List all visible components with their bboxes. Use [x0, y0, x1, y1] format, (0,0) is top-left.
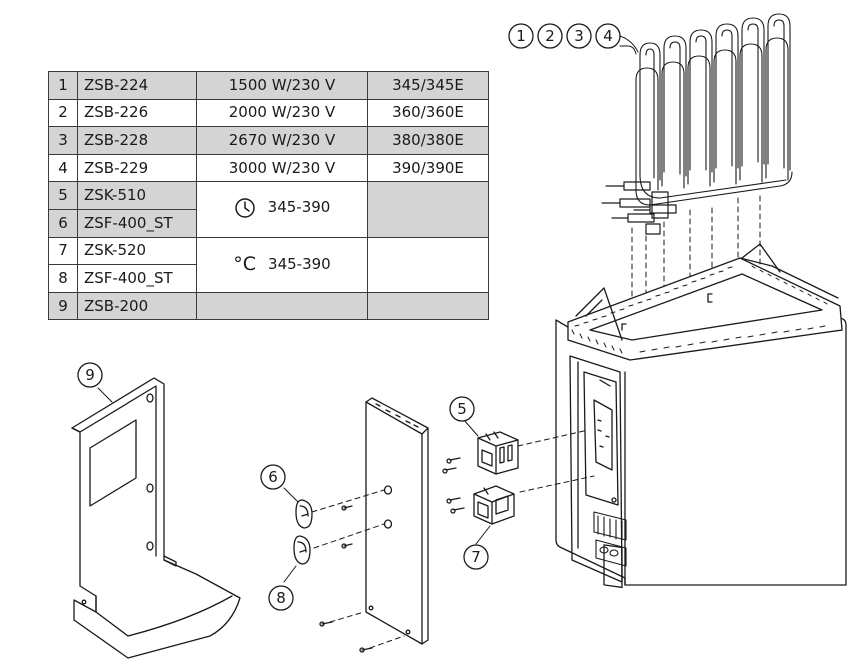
- heater-model: 360/360E: [367, 98, 489, 128]
- callout-label-5: 5: [457, 400, 467, 418]
- table-row: 2 ZSB-226 2000 W/230 V 360/360E: [48, 98, 489, 128]
- parts-table: 1 ZSB-224 1500 W/230 V 345/345E 2 ZSB-22…: [48, 71, 489, 321]
- model-empty-cell: [367, 181, 489, 238]
- callout-circle-5: [449, 396, 475, 422]
- table-row: 9 ZSB-200: [48, 291, 489, 321]
- power-rating: 2670 W/230 V: [196, 126, 368, 155]
- callout-label-7: 7: [471, 548, 481, 566]
- heater-model: 390/390E: [367, 153, 489, 183]
- knob-guide-lines: [311, 489, 405, 649]
- row-number: 6: [48, 208, 78, 238]
- heater-model: 345/345E: [367, 71, 489, 100]
- callout-circle-7: [463, 544, 489, 570]
- table-row: 8 ZSF-400_ST: [48, 264, 489, 293]
- power-empty-cell: [196, 291, 368, 321]
- row-number: 1: [48, 71, 78, 100]
- callout-label-4: 4: [603, 27, 613, 45]
- callout-circle-6: [260, 464, 286, 490]
- callout-label-2: 2: [545, 27, 555, 45]
- timer-range: 345-390: [267, 198, 331, 217]
- part-code: ZSF-400_ST: [77, 208, 197, 238]
- clock-icon: [234, 198, 255, 218]
- part-code: ZSB-228: [77, 126, 197, 155]
- callout-circle-3: [566, 23, 592, 49]
- callout-label-1: 1: [516, 27, 526, 45]
- thermostat-range-cell: °C 345-390: [196, 236, 368, 293]
- model-empty-cell: [367, 291, 489, 321]
- callout-circle-4: [595, 23, 621, 49]
- callout-leaders: [97, 35, 639, 583]
- row-number: 8: [48, 264, 78, 293]
- table-row: 6 ZSF-400_ST: [48, 208, 489, 238]
- row-number: 3: [48, 126, 78, 155]
- thermostat-range: 345-390: [268, 255, 331, 274]
- callout-label-8: 8: [276, 589, 286, 607]
- callout-circle-2: [537, 23, 563, 49]
- table-row: 7 ZSK-520 °C 345-390: [48, 236, 489, 293]
- power-rating: 1500 W/230 V: [196, 71, 368, 100]
- table-row: 3 ZSB-228 2670 W/230 V 380/380E: [48, 126, 489, 155]
- part-code: ZSK-520: [77, 236, 197, 266]
- heater-model: 380/380E: [367, 126, 489, 155]
- model-empty-cell: [367, 236, 489, 293]
- part-code: ZSF-400_ST: [77, 264, 197, 293]
- heater-body: [555, 243, 847, 589]
- heating-elements: [601, 13, 793, 331]
- table-row: 4 ZSB-229 3000 W/230 V 390/390E: [48, 153, 489, 183]
- table-row: 5 ZSK-510 345-390: [48, 181, 489, 238]
- row-number: 4: [48, 153, 78, 183]
- timer-knob: [295, 499, 353, 529]
- callout-circle-8: [268, 585, 294, 611]
- row-number: 2: [48, 98, 78, 128]
- callout-circle-1: [508, 23, 534, 49]
- row-number: 5: [48, 181, 78, 210]
- part-code: ZSB-229: [77, 153, 197, 183]
- callout-circle-9: [77, 362, 103, 388]
- table-row: 1 ZSB-224 1500 W/230 V 345/345E: [48, 71, 489, 100]
- part-code: ZSK-510: [77, 181, 197, 210]
- thermostat-knob: [293, 535, 353, 565]
- switch-guide-lines: [517, 429, 595, 493]
- part-code: ZSB-224: [77, 71, 197, 100]
- callout-label-3: 3: [574, 27, 584, 45]
- celsius-symbol: °C: [233, 253, 257, 276]
- protective-bracket: [71, 377, 241, 659]
- callout-label-9: 9: [85, 366, 95, 384]
- row-number: 9: [48, 291, 78, 321]
- control-panel-plate: [365, 397, 429, 645]
- callout-label-6: 6: [268, 468, 278, 486]
- power-rating: 2000 W/230 V: [196, 98, 368, 128]
- row-number: 7: [48, 236, 78, 266]
- timer-range-cell: 345-390: [196, 181, 368, 238]
- part-code: ZSB-226: [77, 98, 197, 128]
- part-code: ZSB-200: [77, 291, 197, 321]
- timer-switch: [442, 431, 519, 475]
- thermostat-switch: [446, 485, 515, 525]
- power-rating: 3000 W/230 V: [196, 153, 368, 183]
- screws: [319, 621, 373, 653]
